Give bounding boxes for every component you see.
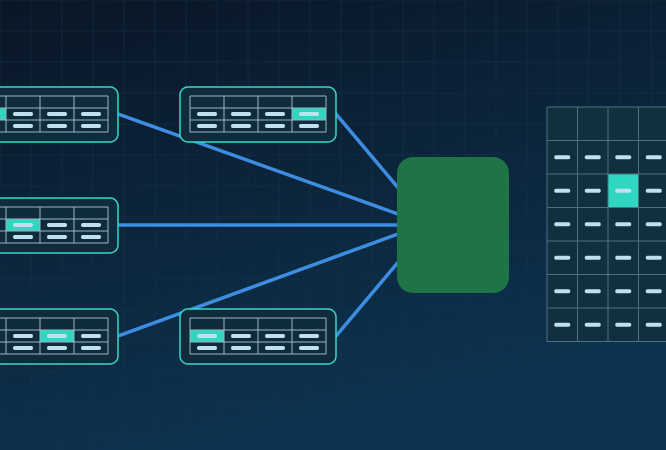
cell-value-dash (584, 322, 601, 327)
cell-value-dash (615, 188, 632, 193)
cell-value-dash (554, 289, 571, 294)
cell-value-dash (615, 289, 632, 294)
table-card-top-left (0, 86, 119, 143)
cell-value-dash (231, 334, 251, 338)
table-card-top-second (179, 86, 337, 143)
cell-value-dash (554, 155, 571, 160)
connector-line (116, 232, 400, 338)
cell-value-dash (197, 334, 217, 338)
cell-value-dash (81, 223, 101, 227)
cell-value-dash (47, 334, 67, 338)
connector-line (334, 258, 402, 338)
cell-value-dash (584, 222, 601, 227)
cell-value-dash (231, 124, 251, 128)
cell-value-dash (13, 334, 33, 338)
cell-value-dash (645, 222, 662, 227)
cell-value-dash (13, 223, 33, 227)
cell-value-dash (554, 222, 571, 227)
cell-value-dash (197, 112, 217, 116)
cell-value-dash (645, 322, 662, 327)
cell-value-dash (615, 222, 632, 227)
connectors (116, 112, 402, 338)
connector-line (334, 112, 402, 192)
cell-value-dash (13, 346, 33, 350)
cell-value-dash (645, 188, 662, 193)
cell-value-dash (584, 155, 601, 160)
cell-value-dash (13, 124, 33, 128)
cell-value-dash (197, 346, 217, 350)
cell-value-dash (299, 334, 319, 338)
cell-value-dash (81, 112, 101, 116)
cell-value-dash (47, 112, 67, 116)
cell-value-dash (615, 322, 632, 327)
cell-value-dash (13, 235, 33, 239)
highlighted-cell (0, 108, 6, 120)
cell-value-dash (197, 124, 217, 128)
cell-value-dash (645, 289, 662, 294)
table-card-middle-left (0, 197, 119, 254)
cell-value-dash (584, 188, 601, 193)
cell-value-dash (231, 112, 251, 116)
table-cards (0, 86, 337, 365)
cell-value-dash (615, 255, 632, 260)
cell-value-dash (265, 334, 285, 338)
cell-value-dash (47, 124, 67, 128)
cell-value-dash (554, 188, 571, 193)
cell-value-dash (81, 346, 101, 350)
table-card-bottom-left (0, 308, 119, 365)
hub-node (397, 157, 509, 293)
output-table (546, 106, 666, 342)
cell-value-dash (231, 346, 251, 350)
cell-value-dash (47, 235, 67, 239)
cell-value-dash (615, 155, 632, 160)
table-card-bottom-second (179, 308, 337, 365)
cell-value-dash (299, 124, 319, 128)
cell-value-dash (554, 322, 571, 327)
connector-line (116, 112, 400, 216)
cell-value-dash (47, 346, 67, 350)
cell-value-dash (554, 255, 571, 260)
cell-value-dash (645, 255, 662, 260)
cell-value-dash (81, 235, 101, 239)
cell-value-dash (265, 112, 285, 116)
cell-value-dash (299, 346, 319, 350)
cell-value-dash (265, 346, 285, 350)
cell-value-dash (47, 223, 67, 227)
cell-value-dash (81, 124, 101, 128)
cell-value-dash (584, 255, 601, 260)
cell-value-dash (81, 334, 101, 338)
cell-value-dash (584, 289, 601, 294)
cell-value-dash (265, 124, 285, 128)
cell-value-dash (299, 112, 319, 116)
cell-value-dash (13, 112, 33, 116)
cell-value-dash (645, 155, 662, 160)
